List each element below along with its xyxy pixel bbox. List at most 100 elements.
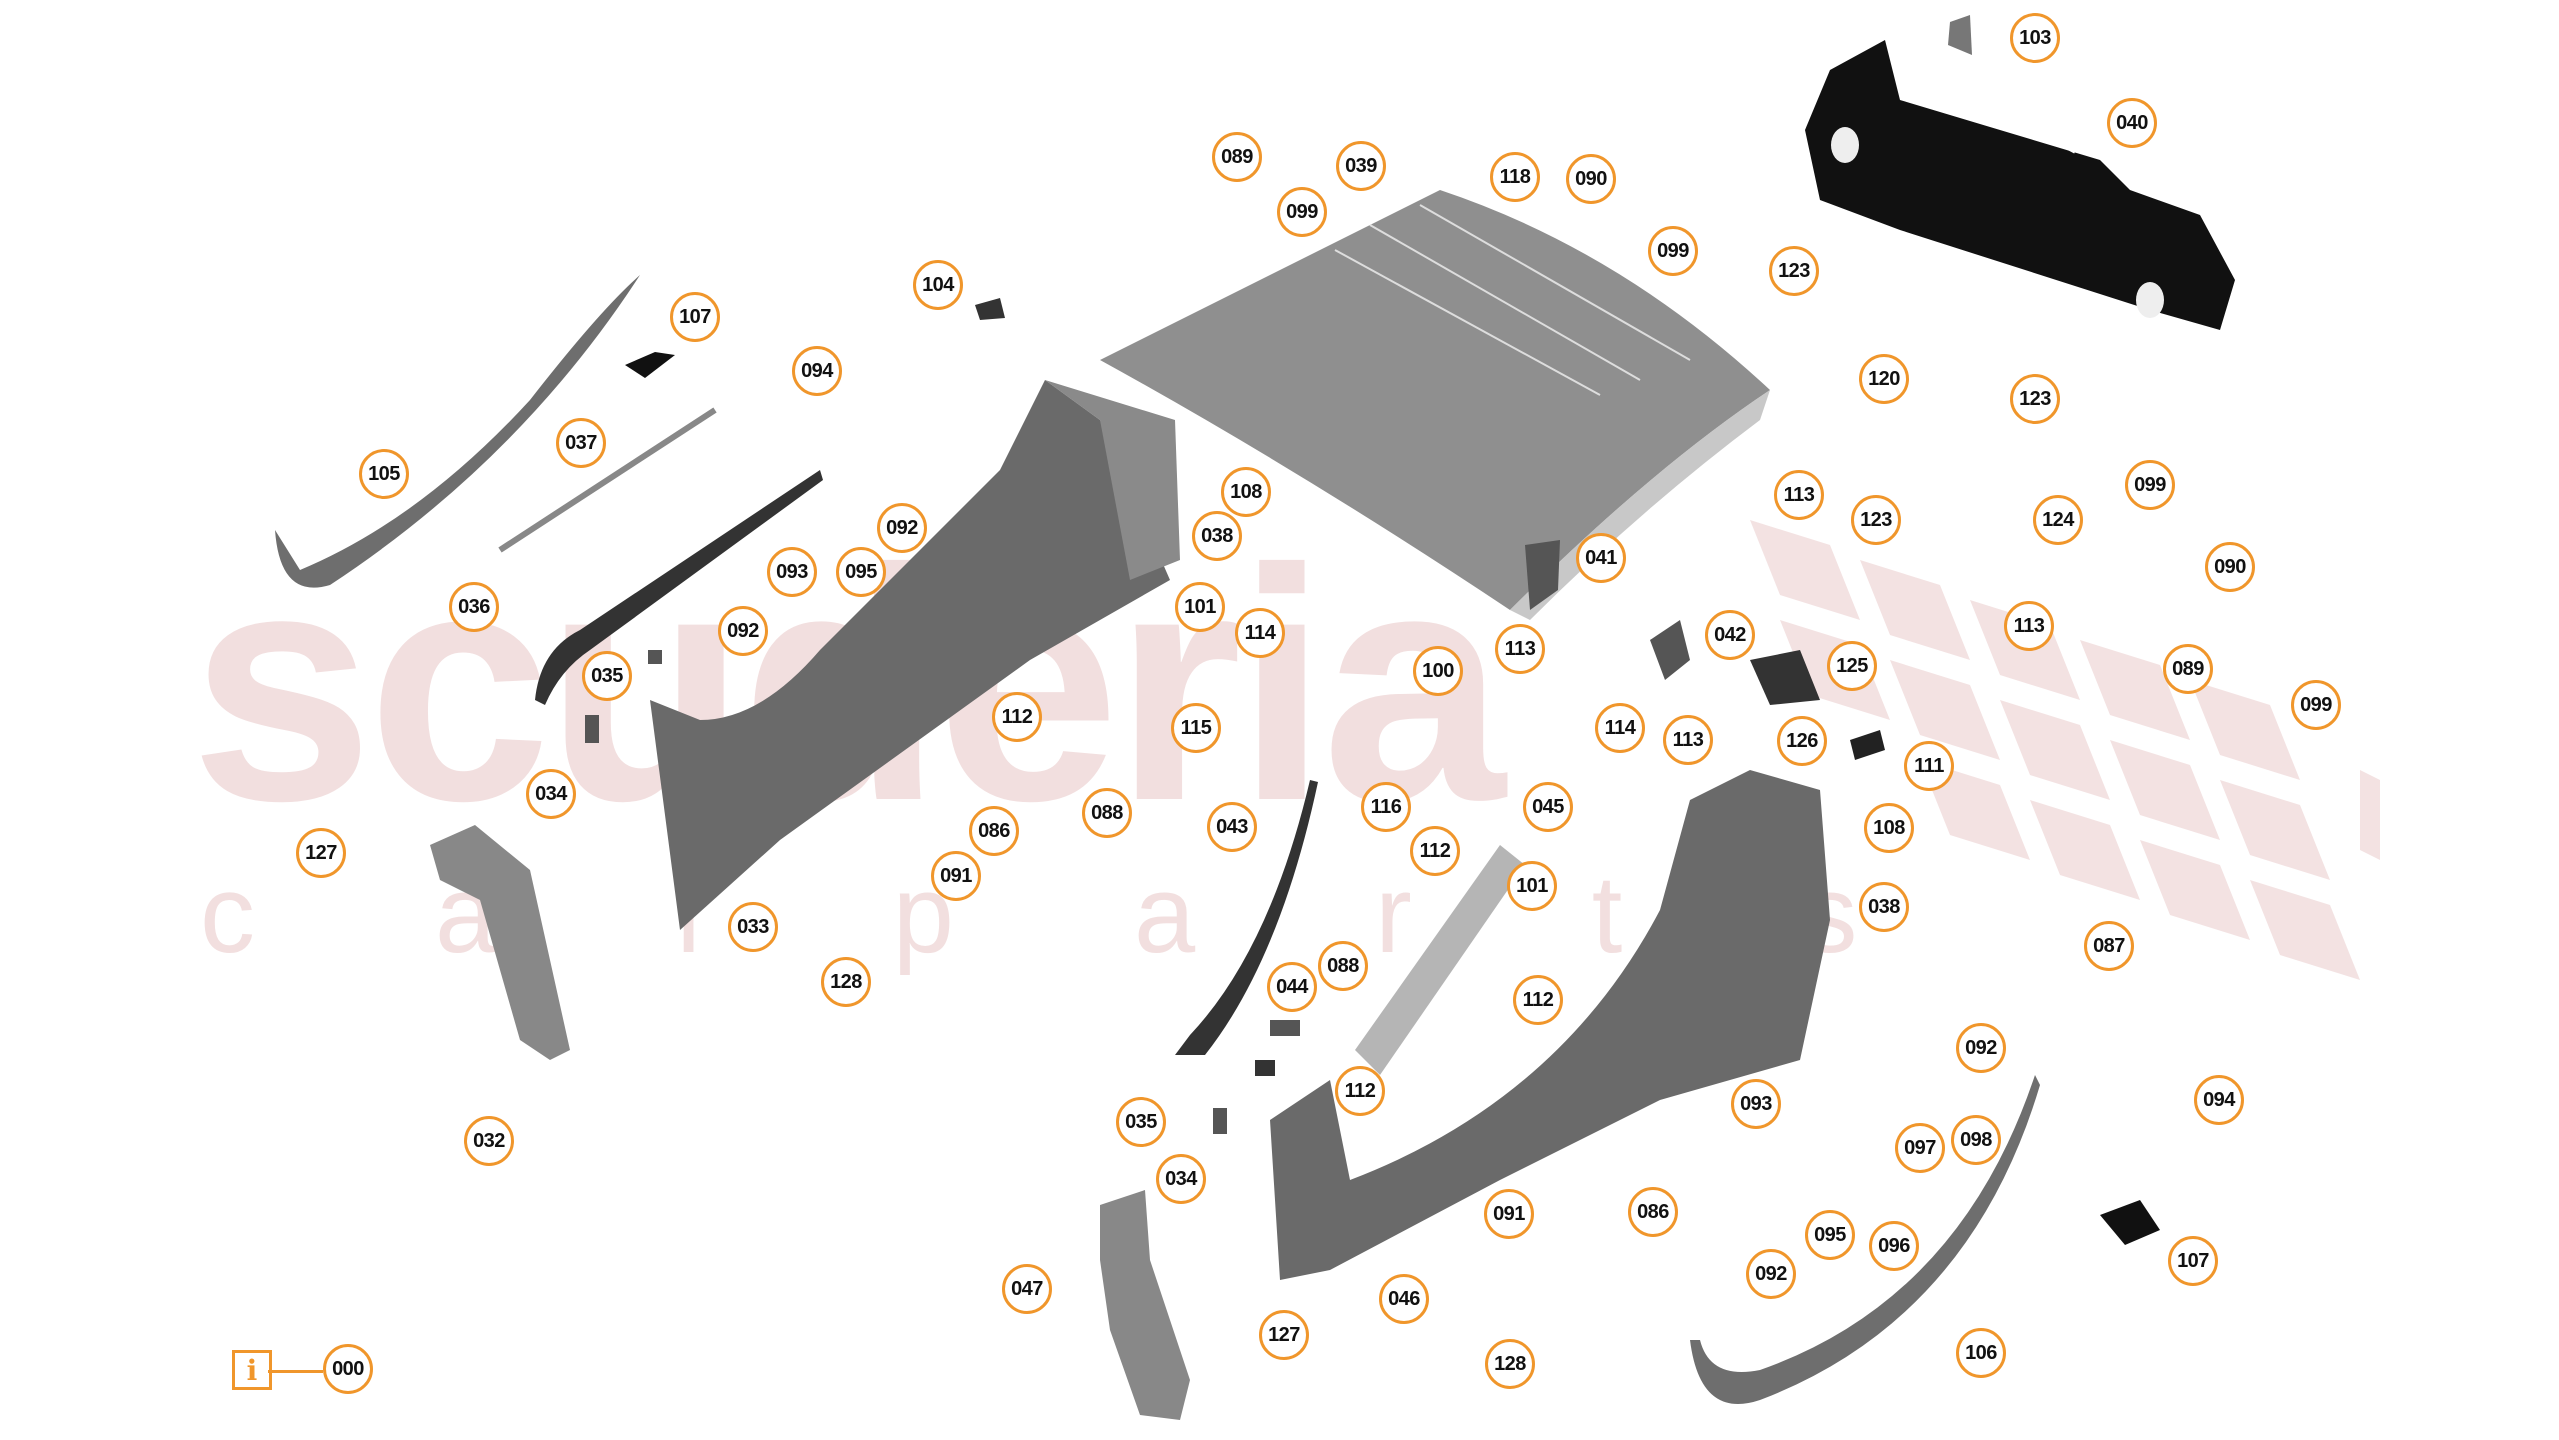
callout-099[interactable]: 099 <box>2125 460 2175 510</box>
trim-047 <box>1100 1190 1190 1420</box>
callout-098[interactable]: 098 <box>1951 1115 2001 1165</box>
callout-090[interactable]: 090 <box>2205 542 2255 592</box>
callout-113[interactable]: 113 <box>1663 715 1713 765</box>
callout-104[interactable]: 104 <box>913 260 963 310</box>
callout-114[interactable]: 114 <box>1235 608 1285 658</box>
callout-094[interactable]: 094 <box>2194 1075 2244 1125</box>
callout-112[interactable]: 112 <box>992 692 1042 742</box>
callout-000[interactable]: 000 <box>323 1344 373 1394</box>
callout-123[interactable]: 123 <box>1769 246 1819 296</box>
callout-125[interactable]: 125 <box>1827 641 1877 691</box>
callout-115[interactable]: 115 <box>1171 703 1221 753</box>
callout-041[interactable]: 041 <box>1576 533 1626 583</box>
callout-034[interactable]: 034 <box>526 769 576 819</box>
callout-086[interactable]: 086 <box>969 806 1019 856</box>
callout-118[interactable]: 118 <box>1490 152 1540 202</box>
callout-106[interactable]: 106 <box>1956 1328 2006 1378</box>
callout-046[interactable]: 046 <box>1379 1274 1429 1324</box>
callout-113[interactable]: 113 <box>2004 601 2054 651</box>
callout-093[interactable]: 093 <box>1731 1079 1781 1129</box>
callout-092[interactable]: 092 <box>1746 1249 1796 1299</box>
callout-113[interactable]: 113 <box>1774 470 1824 520</box>
callout-040[interactable]: 040 <box>2107 98 2157 148</box>
callout-128[interactable]: 128 <box>821 957 871 1007</box>
callout-099[interactable]: 099 <box>2291 680 2341 730</box>
info-connector <box>268 1370 323 1373</box>
trim-037 <box>498 407 717 553</box>
callout-044[interactable]: 044 <box>1267 962 1317 1012</box>
callout-127[interactable]: 127 <box>296 828 346 878</box>
callout-088[interactable]: 088 <box>1082 788 1132 838</box>
callout-096[interactable]: 096 <box>1869 1221 1919 1271</box>
callout-101[interactable]: 101 <box>1175 582 1225 632</box>
callout-127[interactable]: 127 <box>1259 1310 1309 1360</box>
callout-107[interactable]: 107 <box>670 292 720 342</box>
callout-045[interactable]: 045 <box>1523 782 1573 832</box>
callout-035[interactable]: 035 <box>582 651 632 701</box>
callout-042[interactable]: 042 <box>1705 610 1755 660</box>
tube-045 <box>1355 845 1525 1075</box>
pillar-046 <box>1270 770 1830 1280</box>
trim-106 <box>1690 1075 2040 1404</box>
callout-087[interactable]: 087 <box>2084 921 2134 971</box>
callout-112[interactable]: 112 <box>1335 1066 1385 1116</box>
callout-111[interactable]: 111 <box>1904 741 1954 791</box>
part-044 <box>1270 1020 1300 1036</box>
callout-038[interactable]: 038 <box>1859 882 1909 932</box>
callout-108[interactable]: 108 <box>1864 803 1914 853</box>
part-104 <box>975 298 1005 320</box>
callout-128[interactable]: 128 <box>1485 1339 1535 1389</box>
callout-092[interactable]: 092 <box>1956 1023 2006 1073</box>
part-107-left <box>625 352 675 378</box>
trim-032 <box>430 825 570 1060</box>
callout-095[interactable]: 095 <box>1805 1210 1855 1260</box>
callout-123[interactable]: 123 <box>2010 374 2060 424</box>
callout-089[interactable]: 089 <box>1212 132 1262 182</box>
callout-123[interactable]: 123 <box>1851 495 1901 545</box>
callout-092[interactable]: 092 <box>877 503 927 553</box>
callout-086[interactable]: 086 <box>1628 1187 1678 1237</box>
callout-095[interactable]: 095 <box>836 547 886 597</box>
callout-116[interactable]: 116 <box>1361 782 1411 832</box>
callout-120[interactable]: 120 <box>1859 354 1909 404</box>
part-035-left <box>648 650 662 664</box>
callout-124[interactable]: 124 <box>2033 495 2083 545</box>
callout-108[interactable]: 108 <box>1221 467 1271 517</box>
callout-043[interactable]: 043 <box>1207 802 1257 852</box>
callout-035[interactable]: 035 <box>1116 1097 1166 1147</box>
callout-099[interactable]: 099 <box>1648 226 1698 276</box>
callout-090[interactable]: 090 <box>1566 154 1616 204</box>
callout-103[interactable]: 103 <box>2010 13 2060 63</box>
callout-107[interactable]: 107 <box>2168 1236 2218 1286</box>
trim-036 <box>535 470 823 705</box>
part-103 <box>1948 15 1972 55</box>
callout-032[interactable]: 032 <box>464 1116 514 1166</box>
panel-042 <box>1650 620 1690 680</box>
callout-091[interactable]: 091 <box>1484 1189 1534 1239</box>
callout-094[interactable]: 094 <box>792 346 842 396</box>
info-icon[interactable]: i <box>232 1350 272 1390</box>
callout-126[interactable]: 126 <box>1777 716 1827 766</box>
callout-038[interactable]: 038 <box>1192 511 1242 561</box>
callout-100[interactable]: 100 <box>1413 646 1463 696</box>
callout-047[interactable]: 047 <box>1002 1264 1052 1314</box>
callout-099[interactable]: 099 <box>1277 187 1327 237</box>
callout-037[interactable]: 037 <box>556 418 606 468</box>
callout-034[interactable]: 034 <box>1156 1154 1206 1204</box>
callout-039[interactable]: 039 <box>1336 141 1386 191</box>
callout-112[interactable]: 112 <box>1513 975 1563 1025</box>
callout-089[interactable]: 089 <box>2163 644 2213 694</box>
callout-101[interactable]: 101 <box>1507 861 1557 911</box>
callout-097[interactable]: 097 <box>1895 1123 1945 1173</box>
callout-112[interactable]: 112 <box>1410 826 1460 876</box>
callout-093[interactable]: 093 <box>767 547 817 597</box>
callout-091[interactable]: 091 <box>931 851 981 901</box>
callout-105[interactable]: 105 <box>359 449 409 499</box>
callout-088[interactable]: 088 <box>1318 941 1368 991</box>
callout-036[interactable]: 036 <box>449 582 499 632</box>
callout-092[interactable]: 092 <box>718 606 768 656</box>
callout-113[interactable]: 113 <box>1495 624 1545 674</box>
callout-033[interactable]: 033 <box>728 902 778 952</box>
callout-114[interactable]: 114 <box>1595 703 1645 753</box>
part-034-right <box>1213 1108 1227 1134</box>
